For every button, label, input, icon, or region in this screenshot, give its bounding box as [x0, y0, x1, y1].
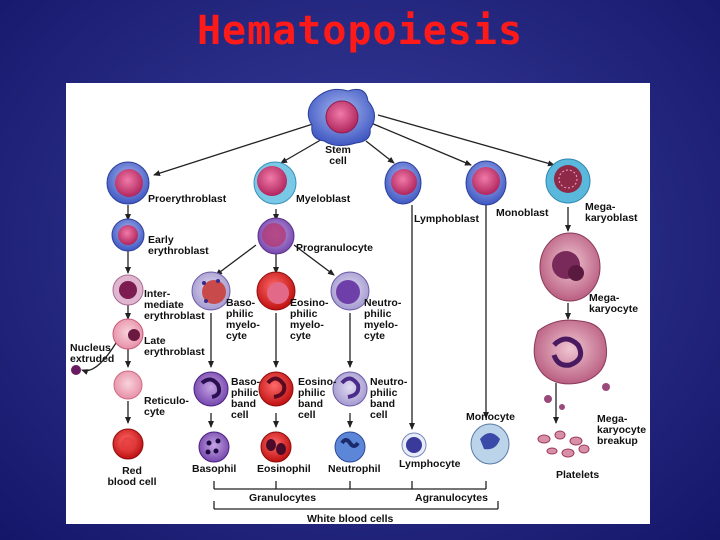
hematopoiesis-diagram: Stem cell Proerythroblast Myeloblast Lym… [66, 83, 650, 525]
label-lymphocyte: Lymphocyte [399, 458, 461, 470]
eosinophilic-band-cell [258, 371, 294, 407]
diagram-graphics [71, 88, 610, 510]
label-late-erythroblast: Late erythroblast [144, 335, 205, 358]
slide-title: Hematopoiesis [196, 8, 524, 54]
label-eosinophil: Eosinophil [257, 463, 311, 475]
label-neutrophil: Neutrophil [328, 463, 381, 475]
label-eosinophilic-myelocyte: Eosino- philic myelo- cyte [290, 297, 329, 342]
label-monocyte: Monocyte [466, 411, 516, 423]
proerythroblast-cell [106, 161, 150, 205]
intermediate-erythroblast-cell [112, 274, 144, 306]
label-proerythroblast: Proerythroblast [148, 193, 227, 205]
reticulocyte-cell [113, 370, 143, 400]
label-megakaryocyte-breakup: Mega- karyocyte breakup [597, 413, 647, 447]
neutrophilic-myelocyte-cell [330, 271, 370, 311]
progranulocyte-cell [257, 217, 295, 255]
eosinophilic-myelocyte-cell [256, 271, 296, 311]
neutrophil-cell [334, 431, 366, 463]
label-reticulocyte: Reticulo- cyte [144, 395, 189, 418]
label-monoblast: Monoblast [496, 207, 549, 219]
eosinophil-cell [260, 431, 292, 463]
label-neutrophilic-myelocyte: Neutro- philic myelo- cyte [364, 297, 402, 342]
stem-cell [307, 88, 375, 147]
basophilic-myelocyte-cell [191, 271, 231, 311]
label-intermediate-erythroblast: Inter- mediate erythroblast [144, 288, 205, 322]
label-progranulocyte: Progranulocyte [296, 242, 374, 254]
monocyte-cell [470, 423, 510, 465]
label-white-blood-cells: White blood cells [307, 513, 394, 525]
label-eosinophilic-band: Eosino- philic band cell [298, 376, 337, 421]
label-neutrophilic-band: Neutro- philic band cell [370, 376, 408, 421]
label-stem-cell: Stem cell [325, 144, 351, 167]
label-megakaryoblast: Mega- karyoblast [585, 201, 638, 224]
label-myeloblast: Myeloblast [296, 193, 351, 205]
label-red-blood-cell: Red blood cell [107, 465, 157, 488]
label-megakaryocyte: Mega- karyocyte [589, 292, 639, 315]
early-erythroblast-cell [111, 218, 145, 252]
myeloblast-cell [253, 161, 297, 205]
megakaryoblast-cell [545, 158, 591, 204]
label-nucleus-extruded: Nucleus extruded [70, 342, 115, 365]
basophil-cell [198, 431, 230, 463]
label-basophilic-band: Baso- philic band cell [231, 376, 261, 421]
nucleus-extruded-icon [71, 365, 81, 375]
lymphoblast-cell [384, 161, 422, 205]
label-agranulocytes: Agranulocytes [415, 492, 488, 504]
label-granulocytes: Granulocytes [249, 492, 317, 504]
late-erythroblast-cell [112, 318, 144, 350]
red-blood-cell [112, 428, 144, 460]
megakaryocyte-cell [539, 232, 601, 302]
label-lymphoblast: Lymphoblast [414, 213, 479, 225]
label-early-erythroblast: Early erythroblast [148, 234, 209, 257]
label-basophilic-myelocyte: Baso- philic myelo- cyte [226, 297, 260, 342]
lymphocyte-cell [401, 432, 427, 458]
arrows [81, 114, 571, 510]
label-basophil: Basophil [192, 463, 237, 475]
megakaryocyte-breakup-cell [533, 319, 610, 410]
label-platelets: Platelets [556, 469, 600, 481]
platelets-cells [537, 430, 590, 458]
monoblast-cell [465, 160, 507, 206]
basophilic-band-cell [193, 371, 229, 407]
neutrophilic-band-cell [332, 371, 368, 407]
